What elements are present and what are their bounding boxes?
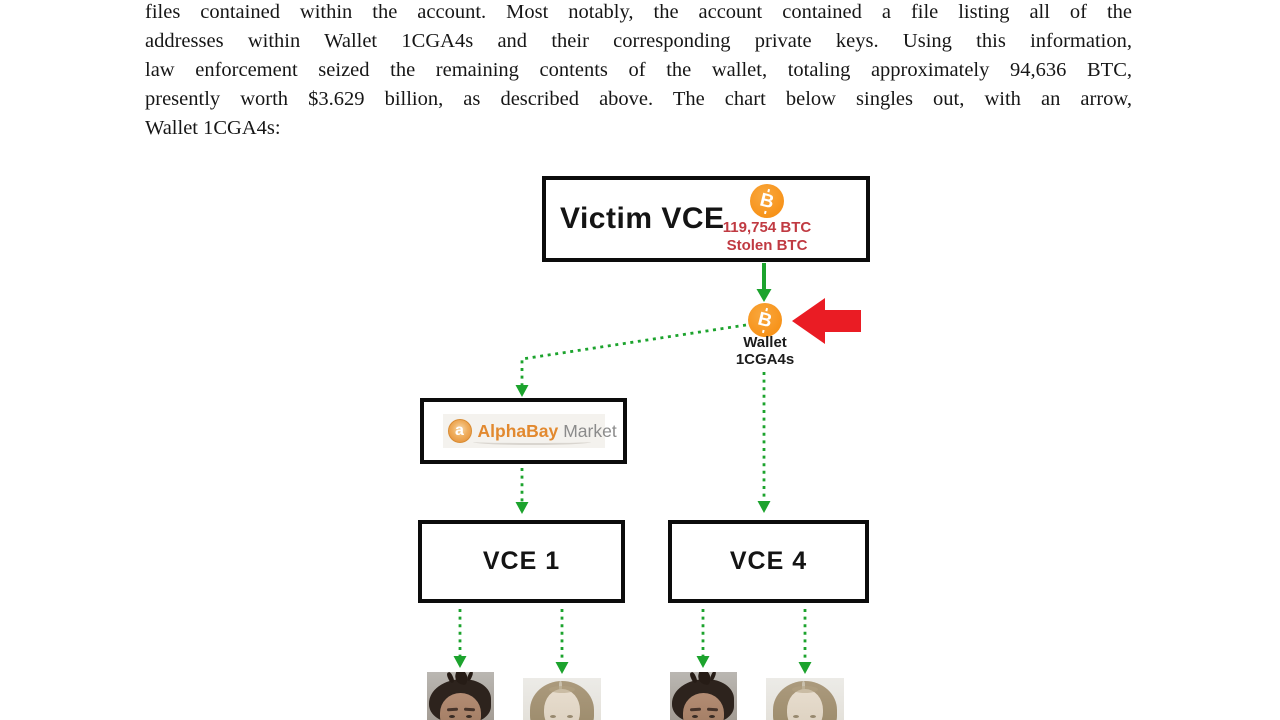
photo-eye bbox=[793, 715, 799, 718]
bitcoin-symbol: B bbox=[755, 308, 775, 332]
victim-vce-label: Victim VCE bbox=[560, 202, 725, 235]
stolen-btc-amount: 119,754 BTC bbox=[722, 219, 812, 236]
photo-eye bbox=[709, 715, 715, 718]
vce4-box: VCE 4 bbox=[668, 520, 869, 603]
arrowhead-vce4-to-photo3 bbox=[696, 656, 710, 668]
stolen-btc-note: Stolen BTC bbox=[726, 237, 808, 254]
photo-face bbox=[440, 693, 481, 720]
photo-eye bbox=[692, 715, 698, 718]
bitcoin-icon: B bbox=[750, 184, 784, 218]
arrowhead-wallet-to-vce4 bbox=[757, 501, 771, 513]
suspect-photo-woman-2 bbox=[766, 678, 844, 720]
photo-eye bbox=[449, 715, 455, 718]
bitcoin-symbol: B bbox=[757, 189, 777, 213]
alphabay-name: AlphaBay bbox=[477, 420, 559, 441]
paragraph-line: files contained within the account. Most… bbox=[145, 1, 1132, 23]
suspect-photo-man-2 bbox=[670, 672, 737, 720]
paragraph-line: Wallet 1CGA4s: bbox=[145, 117, 281, 139]
wallet-bitcoin-icon: B bbox=[748, 303, 782, 337]
suspect-photo-woman-1 bbox=[523, 678, 601, 720]
arrowhead-vce1-to-photo2 bbox=[555, 662, 569, 674]
wallet-label-line2: 1CGA4s bbox=[735, 351, 795, 368]
alphabay-suffix: Market bbox=[563, 420, 617, 441]
alphabay-market-box: a AlphaBay Market bbox=[420, 398, 627, 464]
vce1-box: VCE 1 bbox=[418, 520, 625, 603]
photo-eye bbox=[550, 715, 556, 718]
photo-face bbox=[544, 689, 580, 720]
arrowhead-wallet-to-alphabay bbox=[515, 385, 529, 397]
document-paragraph: files contained within the account. Most… bbox=[145, 0, 1132, 143]
wallet-node-label: Wallet 1CGA4s bbox=[713, 334, 817, 368]
photo-face bbox=[787, 689, 823, 720]
arrowhead-alphabay-to-vce1 bbox=[515, 502, 529, 514]
vce4-label: VCE 4 bbox=[729, 547, 808, 575]
alphabay-underline-swoosh bbox=[472, 439, 591, 445]
vce1-label: VCE 1 bbox=[482, 547, 561, 575]
paragraph-line: law enforcement seized the remaining con… bbox=[145, 59, 1132, 81]
paragraph-line: addresses within Wallet 1CGA4s and their… bbox=[145, 30, 1132, 52]
photo-eye bbox=[567, 715, 573, 718]
photo-eye bbox=[466, 715, 472, 718]
photo-eye bbox=[810, 715, 816, 718]
arrowhead-victim-to-wallet bbox=[756, 289, 772, 302]
paragraph-line: presently worth $3.629 billion, as descr… bbox=[145, 88, 1132, 110]
suspect-photo-man-1 bbox=[427, 672, 494, 720]
alphabay-logo: a AlphaBay Market bbox=[442, 414, 617, 448]
arrowhead-vce4-to-photo4 bbox=[798, 662, 812, 674]
wallet-label-line1: Wallet bbox=[743, 334, 787, 351]
alphabay-a-icon: a bbox=[447, 419, 472, 443]
photo-hair-wisp bbox=[792, 686, 818, 693]
victim-btc-group: B 119,754 BTC Stolen BTC bbox=[702, 184, 832, 254]
photo-face bbox=[683, 693, 724, 720]
arrowhead-vce1-to-photo1 bbox=[453, 656, 467, 668]
victim-vce-box: Victim VCE B 119,754 BTC Stolen BTC bbox=[542, 176, 870, 262]
photo-hair-wisp bbox=[549, 686, 575, 693]
